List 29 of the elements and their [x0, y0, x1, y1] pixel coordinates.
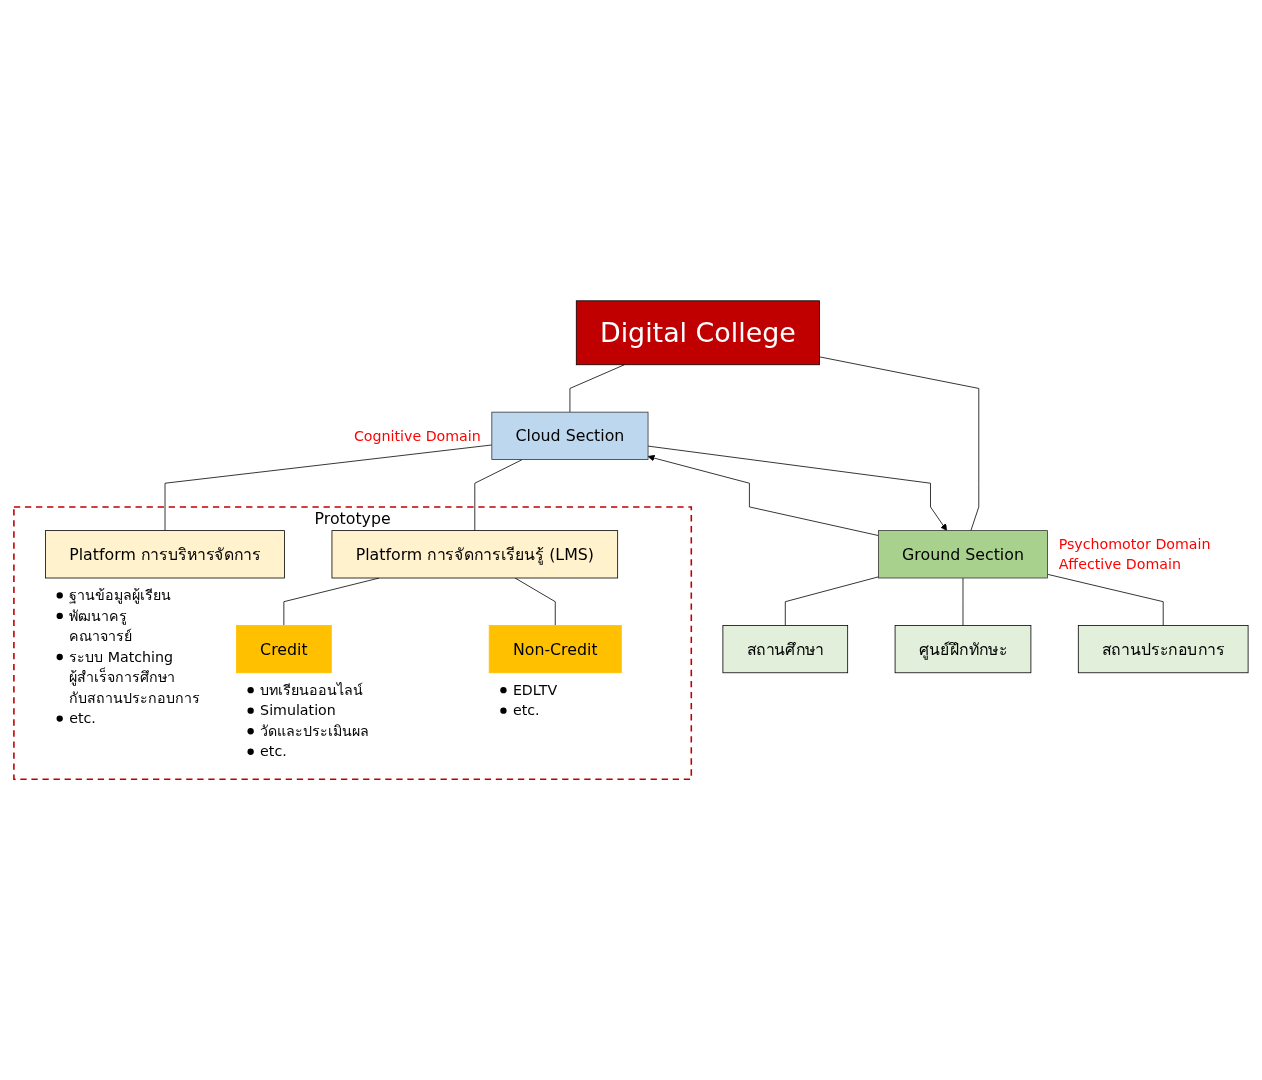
bullet-item: etc.: [512, 702, 540, 719]
connector: [474, 459, 523, 531]
node-box: Platform การจัดการเรียนรู้ (LMS): [331, 530, 619, 579]
connector: [1047, 573, 1164, 626]
bullet-item: etc.: [260, 743, 287, 760]
node-box: สถานศึกษา: [722, 625, 849, 674]
connector: [962, 577, 964, 626]
domain-label: Affective Domain: [1058, 556, 1181, 573]
node-box: Cloud Section: [491, 411, 649, 460]
node-box: สถานประกอบการ: [1077, 625, 1249, 674]
connector: [819, 356, 980, 531]
bullet-item: บทเรียนออนไลน์: [260, 681, 364, 698]
bullet-item: พัฒนาครู คณาจารย์: [69, 607, 133, 645]
node-box: ศูนย์ฝึกทักษะ: [894, 625, 1032, 674]
connector: [569, 364, 625, 413]
domain-label: Cognitive Domain: [353, 427, 481, 444]
bullet-item: EDLTV: [512, 681, 558, 698]
node-box: Ground Section: [878, 530, 1048, 579]
node-box: Non-Credit: [488, 625, 622, 674]
node-box: Credit: [236, 625, 332, 674]
bullet-item: ฐานข้อมูลผู้เรียน: [69, 587, 172, 604]
bullet-item: Simulation: [260, 702, 336, 719]
node-box: Digital College: [575, 300, 820, 366]
domain-label: Psychomotor Domain: [1058, 535, 1211, 552]
connector: [784, 576, 879, 626]
bullet-item: วัดและประเมินผล: [260, 722, 370, 739]
connector: [164, 444, 493, 531]
node-box: Platform การบริหารจัดการ: [45, 530, 285, 579]
bullet-item: etc.: [69, 710, 96, 727]
